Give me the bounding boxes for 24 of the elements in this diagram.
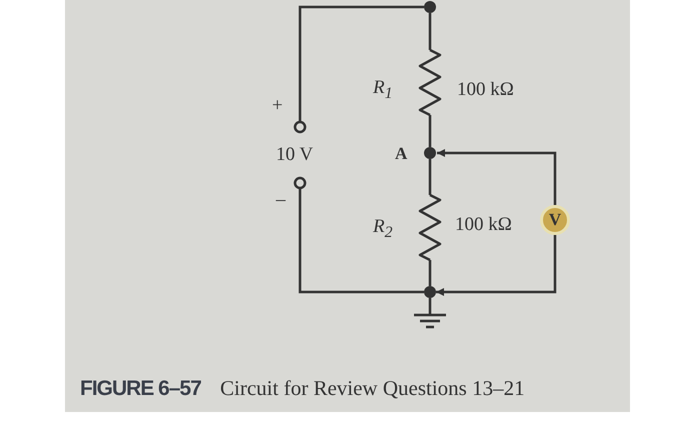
junction-dot <box>424 1 436 13</box>
resistor-label: R$_{2}$ <box>373 217 393 241</box>
wire <box>428 115 432 147</box>
arrow <box>437 149 556 205</box>
voltage-value: 10 V <box>276 145 314 164</box>
wire <box>298 6 424 122</box>
ground-symbol <box>414 314 446 328</box>
resistor-symbol <box>418 48 442 116</box>
resistance-value: 100 kΩ <box>455 215 512 234</box>
node-label: A <box>395 145 408 162</box>
wire <box>428 260 432 286</box>
wire <box>428 159 432 195</box>
arrow <box>436 235 556 296</box>
terminal-icon <box>294 176 306 190</box>
figure-caption: FIGURE 6–57 Circuit for Review Questions 13–21 <box>80 376 525 401</box>
resistor-label: R$_{1}$ <box>373 78 393 102</box>
polarity-sign: – <box>276 190 286 209</box>
resistor-symbol <box>418 194 442 262</box>
wire <box>428 298 432 315</box>
wire <box>428 13 432 50</box>
wire <box>298 188 424 294</box>
polarity-sign: + <box>272 96 283 115</box>
terminal-icon <box>294 120 306 134</box>
resistance-value: 100 kΩ <box>457 80 514 99</box>
